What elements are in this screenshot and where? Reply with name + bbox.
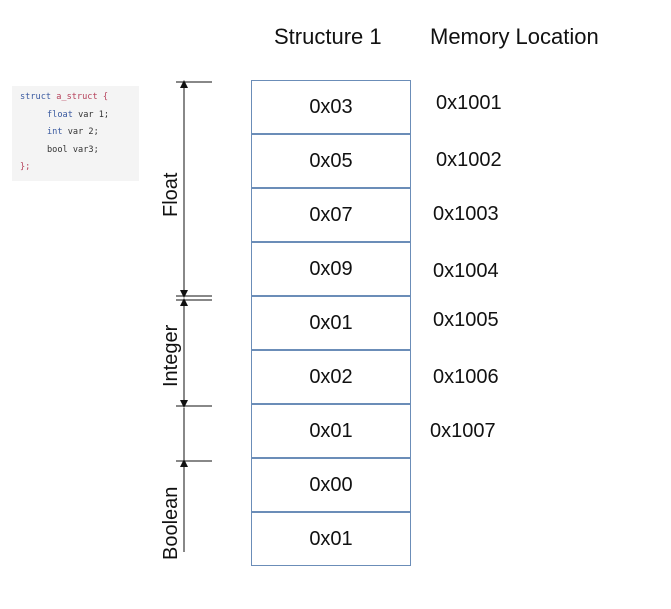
address-label: 0x1005 [433, 309, 499, 331]
address-label: 0x1001 [436, 92, 502, 114]
memory-cell: 0x01 [251, 296, 411, 350]
code-snippet: struct a_struct { float var 1; int var 2… [12, 86, 139, 181]
memory-location-header: Memory Location [430, 24, 599, 49]
boolean-label: Boolean [160, 486, 182, 560]
memory-cell: 0x01 [251, 512, 411, 566]
structure-header: Structure 1 [274, 24, 382, 49]
memory-cell: 0x05 [251, 134, 411, 188]
memory-cell: 0x02 [251, 350, 411, 404]
code-line-bool: bool var3; [47, 145, 99, 155]
address-label: 0x1007 [430, 420, 496, 442]
code-line-struct: struct a_struct { [20, 92, 109, 102]
code-line-int: int var 2; [47, 127, 99, 137]
memory-cell: 0x07 [251, 188, 411, 242]
memory-cell: 0x03 [251, 80, 411, 134]
float-label: Float [160, 172, 182, 217]
memory-cell: 0x00 [251, 458, 411, 512]
memory-cell: 0x01 [251, 404, 411, 458]
address-label: 0x1002 [436, 149, 502, 171]
memory-cell: 0x09 [251, 242, 411, 296]
integer-label: Integer [160, 324, 182, 387]
address-label: 0x1006 [433, 366, 499, 388]
code-line-close: }; [20, 162, 31, 172]
code-line-float: float var 1; [47, 110, 110, 120]
address-label: 0x1004 [433, 260, 499, 282]
address-label: 0x1003 [433, 203, 499, 225]
